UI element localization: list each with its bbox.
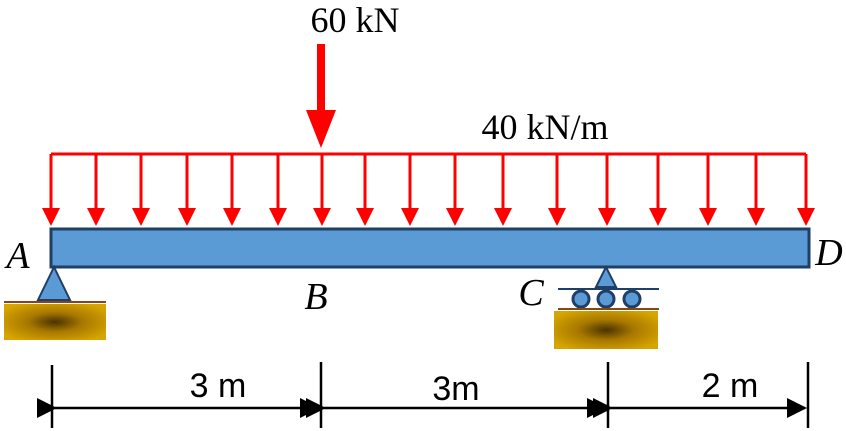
udl-arrow-head xyxy=(649,208,667,226)
udl-arrow-head xyxy=(42,208,60,226)
point-load-label: 60 kN xyxy=(311,0,400,40)
udl-arrow-head xyxy=(178,208,196,226)
distributed-load-label: 40 kN/m xyxy=(481,107,608,147)
udl-arrow-head xyxy=(598,208,616,226)
udl-arrow-head xyxy=(494,208,512,226)
point-label-d: D xyxy=(814,232,842,274)
udl-arrow-head xyxy=(446,208,464,226)
point-load: 60 kN xyxy=(306,0,400,148)
udl-arrow-head xyxy=(87,208,105,226)
dimension-label-ab: 3 m xyxy=(190,367,247,405)
point-label-a: A xyxy=(3,235,30,277)
pin-support-a xyxy=(4,264,106,340)
roller-circle xyxy=(596,289,616,309)
roller-circle xyxy=(571,289,591,309)
ground-block-c xyxy=(554,311,658,349)
dimension-label-cd: 2 m xyxy=(702,367,759,405)
udl-arrow-head xyxy=(699,208,717,226)
udl-arrow-head xyxy=(132,208,150,226)
point-label-b: B xyxy=(304,276,327,318)
roller-circle xyxy=(622,289,642,309)
udl-arrow-head xyxy=(269,208,287,226)
point-label-c: C xyxy=(518,272,544,314)
udl-arrow-head xyxy=(747,208,765,226)
beam xyxy=(49,227,811,269)
udl-arrow-head xyxy=(797,208,815,226)
dimension-lines: 3 m 3m 2 m xyxy=(37,362,810,428)
distributed-load: 40 kN/m xyxy=(42,107,815,226)
udl-arrow-head xyxy=(401,208,419,226)
ground-block-a xyxy=(4,304,106,340)
dimension-label-bc: 3m xyxy=(432,370,479,408)
udl-arrow-head xyxy=(548,208,566,226)
distributed-load-arrows xyxy=(42,154,815,226)
udl-arrow-head xyxy=(356,208,374,226)
udl-arrow-head xyxy=(223,208,241,226)
udl-arrow-head xyxy=(313,208,331,226)
roller-support-c xyxy=(554,264,659,349)
